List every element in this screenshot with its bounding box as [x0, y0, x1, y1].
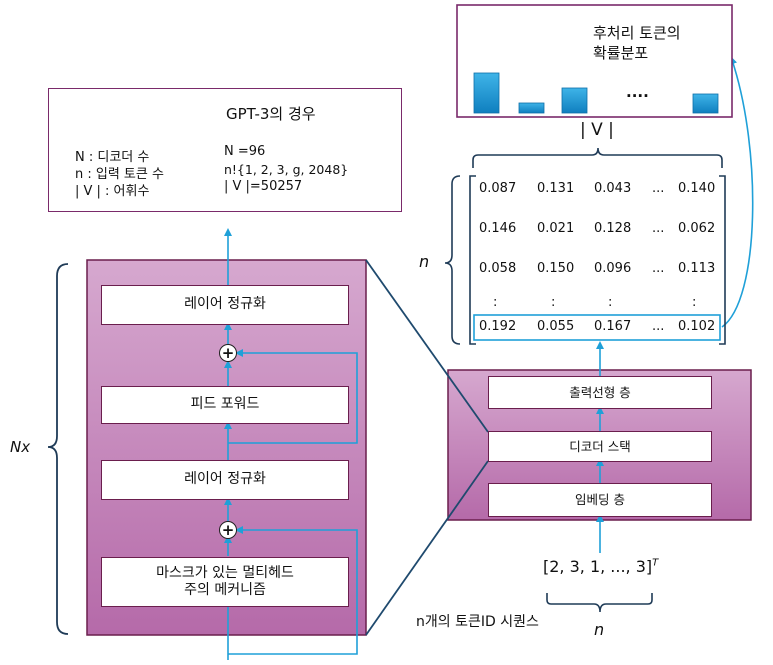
matrix-cell: 0.192 [479, 319, 517, 334]
input-sequence: [2, 3, 1, ..., 3]T [543, 557, 658, 576]
matrix-cell: : [692, 295, 697, 310]
distribution-title-2: 확률분포 [593, 44, 649, 62]
feed-forward-label: 피드 포워드 [190, 396, 260, 413]
nx-brace [47, 263, 69, 635]
add-symbol-bottom: + [221, 520, 235, 539]
matrix-cell: 0.087 [479, 181, 517, 196]
matrix-cell: 0.102 [678, 319, 716, 334]
distribution-bars [473, 72, 719, 114]
input-caption: n개의 토큰ID 시퀀스 [416, 614, 539, 630]
output-layer-label: 출력선형 층 [569, 384, 631, 400]
zoom-line-bottom [365, 460, 489, 636]
layer-norm-bottom-label: 레이어 정규화 [184, 471, 266, 488]
matrix-n-brace [444, 175, 461, 345]
embedding-layer-label: 임베딩 층 [575, 492, 625, 508]
decoder-stack-label: 디코더 스택 [569, 438, 631, 454]
matrix-cell: 0.140 [678, 181, 716, 196]
matrix-cell: 0.043 [594, 181, 632, 196]
matrix-n-label: n [419, 252, 430, 271]
input-n-label: n [594, 620, 605, 639]
add-symbol-top: + [221, 343, 235, 362]
zoom-line-top [365, 259, 489, 433]
distribution-box-frame [456, 4, 733, 118]
feed-forward-box: 피드 포워드 [101, 386, 349, 424]
probability-bar [473, 72, 500, 114]
value-decoders: N =96 [224, 144, 266, 159]
probability-bar [518, 102, 545, 114]
matrix-v-label: | V | [580, 120, 614, 140]
value-vocab: | V |=50257 [224, 179, 303, 194]
add-circle-bottom: + [219, 521, 237, 539]
add-circle-top: + [219, 344, 237, 362]
output-layer-box: 출력선형 층 [488, 376, 712, 409]
layer-norm-top-label: 레이어 정규화 [184, 296, 266, 313]
matrix-cell: : [608, 295, 613, 310]
matrix-cell: ... [652, 221, 665, 236]
matrix-cell: : [493, 295, 498, 310]
distribution-ellipsis: .... [626, 83, 649, 101]
matrix-cell: 0.055 [537, 319, 575, 334]
gpt3-info-box: GPT-3의 경우 N : 디코더 수 n : 입력 토큰 수 | V | : … [48, 88, 402, 212]
attention-line-2: 주의 메커니즘 [184, 582, 266, 598]
matrix-cell: ... [652, 319, 665, 334]
nx-label: Nx [10, 438, 31, 456]
def-decoders: N : 디코더 수 [75, 150, 150, 165]
matrix-cell: 0.058 [479, 261, 517, 276]
v-brace [472, 147, 723, 168]
matrix-cell: 0.131 [537, 181, 575, 196]
matrix-cell: 0.150 [537, 261, 575, 276]
value-tokens: n!{1, 2, 3, g, 2048} [224, 162, 349, 177]
embedding-layer-box: 임베딩 층 [488, 483, 712, 517]
attention-line-1: 마스크가 있는 멀티헤드 [156, 564, 294, 581]
input-brace [546, 593, 653, 613]
layer-norm-bottom: 레이어 정규화 [101, 460, 349, 500]
matrix-cell: 0.146 [479, 221, 517, 236]
matrix-cell: 0.062 [678, 221, 716, 236]
def-tokens: n : 입력 토큰 수 [75, 167, 164, 182]
matrix-bracket-left [469, 175, 476, 345]
matrix-cell: 0.167 [594, 319, 632, 334]
matrix-cell: 0.128 [594, 221, 632, 236]
def-vocab: | V | : 어휘수 [75, 184, 150, 199]
matrix-cell: : [551, 295, 556, 310]
matrix-bracket-right [719, 175, 726, 345]
probability-bar [561, 87, 588, 114]
gpt3-title: GPT-3의 경우 [226, 105, 316, 123]
masked-attention-box: 마스크가 있는 멀티헤드 주의 메커니즘 [101, 557, 349, 607]
probability-bar [692, 93, 719, 114]
layer-norm-top: 레이어 정규화 [101, 285, 349, 325]
input-sequence-text: [2, 3, 1, ..., 3] [543, 557, 653, 576]
matrix-cell: ... [652, 261, 665, 276]
transpose-superscript: T [652, 557, 659, 569]
distribution-title-1: 후처리 토큰의 [593, 24, 681, 42]
matrix-cell: 0.113 [678, 261, 716, 276]
matrix-cell: ... [652, 181, 665, 196]
highlight-row [473, 314, 721, 341]
matrix-cell: 0.096 [594, 261, 632, 276]
matrix-cell: 0.021 [537, 221, 575, 236]
decoder-stack-box: 디코더 스택 [488, 431, 712, 462]
